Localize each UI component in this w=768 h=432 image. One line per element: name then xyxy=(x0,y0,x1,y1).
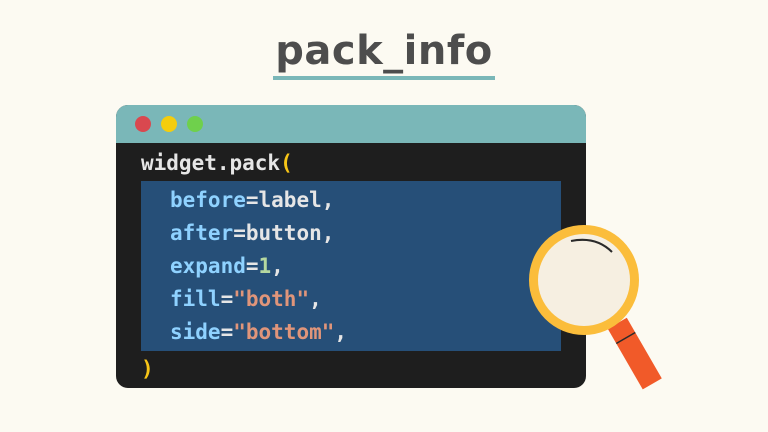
open-paren: ( xyxy=(280,151,293,175)
code-window: widget.pack( before=label, after=button,… xyxy=(116,105,586,388)
function-call: widget.pack xyxy=(141,151,281,175)
code-line-arg: fill="both", xyxy=(170,283,322,316)
code-line-close: ) xyxy=(141,353,154,386)
comma: , xyxy=(334,320,348,344)
comma: , xyxy=(321,188,335,212)
arg-key: after xyxy=(170,221,234,245)
code-line-call: widget.pack( xyxy=(141,147,293,180)
page-title: pack_info xyxy=(273,28,495,80)
equals: = xyxy=(245,254,259,278)
code-line-arg: after=button, xyxy=(170,217,334,250)
arg-key: expand xyxy=(170,254,246,278)
comma: , xyxy=(309,287,322,311)
close-paren: ) xyxy=(141,357,154,381)
close-dot-icon[interactable] xyxy=(135,116,151,132)
window-titlebar xyxy=(116,105,586,143)
code-line-arg: expand=1, xyxy=(170,250,284,283)
selection-highlight xyxy=(141,181,561,351)
arg-key: before xyxy=(170,188,246,212)
comma: , xyxy=(321,221,335,245)
equals: = xyxy=(220,287,234,311)
code-line-arg: side="bottom", xyxy=(170,316,347,349)
equals: = xyxy=(220,320,234,344)
arg-value: "both" xyxy=(233,287,310,311)
minimize-dot-icon[interactable] xyxy=(161,116,177,132)
code-line-arg: before=label, xyxy=(170,184,334,217)
equals: = xyxy=(245,188,259,212)
arg-value: label xyxy=(258,188,322,212)
arg-value: "bottom" xyxy=(233,320,335,344)
arg-value: button xyxy=(245,221,322,245)
maximize-dot-icon[interactable] xyxy=(187,116,203,132)
arg-key: fill xyxy=(170,287,221,311)
arg-value: 1 xyxy=(258,254,272,278)
arg-key: side xyxy=(170,320,221,344)
equals: = xyxy=(233,221,246,245)
page-title-container: pack_info xyxy=(0,28,768,80)
comma: , xyxy=(271,254,284,278)
